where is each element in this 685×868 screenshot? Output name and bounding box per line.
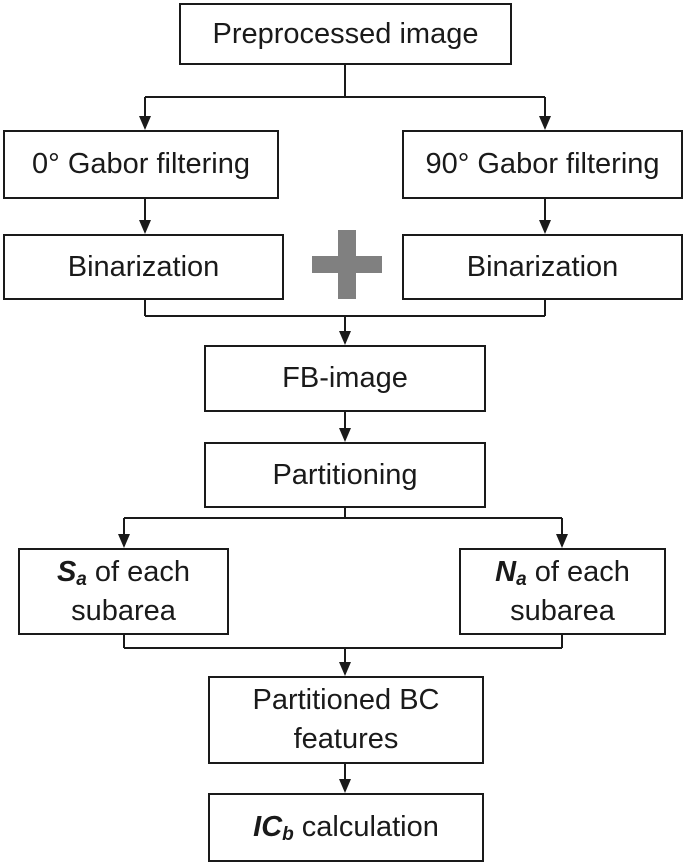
na-line1: Na of each — [495, 553, 630, 592]
sa-box: Sa of each subarea — [18, 548, 229, 635]
icb-box: ICb calculation — [208, 793, 484, 862]
gabor-0-label: 0° Gabor filtering — [32, 148, 250, 180]
sa-line1: Sa of each — [57, 553, 190, 592]
na-symbol: N — [495, 555, 517, 588]
icb-line: ICb calculation — [253, 808, 439, 847]
preprocessed-image-box: Preprocessed image — [179, 3, 512, 65]
partitioned-bc-box: Partitioned BC features — [208, 676, 484, 764]
gabor-90-box: 90° Gabor filtering — [402, 130, 683, 199]
fb-image-box: FB-image — [204, 345, 486, 412]
preprocessed-image-label: Preprocessed image — [212, 17, 479, 50]
na-box: Na of each subarea — [459, 548, 666, 635]
binarization-left-label: Binarization — [67, 250, 220, 283]
na-line2: subarea — [510, 594, 615, 627]
binarization-right-label: Binarization — [466, 250, 619, 283]
icb-rest: calculation — [293, 811, 439, 843]
partitioning-label: Partitioning — [272, 458, 418, 491]
gabor-90-label: 90° Gabor filtering — [425, 148, 660, 180]
sa-line1-rest: of each — [86, 555, 191, 588]
na-line1-rest: of each — [526, 555, 630, 588]
gabor-0-box: 0° Gabor filtering — [3, 130, 279, 199]
icb-symbol: IC — [253, 811, 283, 843]
fb-image-label: FB-image — [282, 362, 408, 394]
partitioned-line2: features — [293, 723, 399, 755]
binarization-left-box: Binarization — [3, 234, 284, 300]
partitioning-box: Partitioning — [204, 442, 486, 508]
partitioned-line1: Partitioned BC — [252, 684, 440, 716]
sa-line2: subarea — [71, 594, 176, 627]
sa-subscript: a — [76, 568, 87, 590]
binarization-right-box: Binarization — [402, 234, 683, 300]
na-subscript: a — [516, 568, 527, 590]
sa-symbol: S — [56, 555, 77, 588]
icb-subscript: b — [282, 824, 294, 845]
